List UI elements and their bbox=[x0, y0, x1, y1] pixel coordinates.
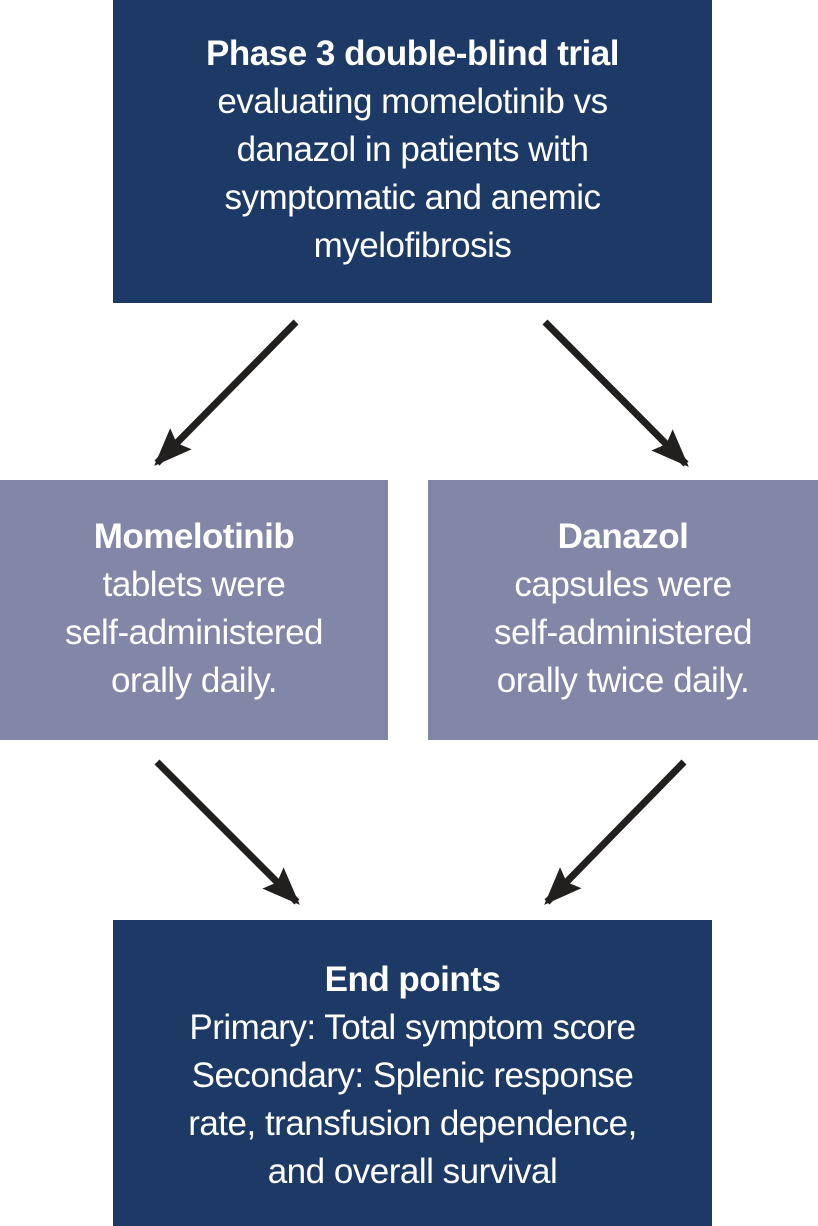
momelotinib-box-title: Momelotinib bbox=[93, 517, 295, 556]
trial-box-line: evaluating momelotinib vs bbox=[217, 82, 608, 121]
momelotinib-box: Momelotinib tablets were self-administer… bbox=[0, 480, 388, 740]
trial-box-line: myelofibrosis bbox=[313, 226, 512, 265]
trial-box: Phase 3 double-blind trial evaluating mo… bbox=[113, 0, 712, 303]
arrow-danazol-to-endpoints bbox=[544, 759, 687, 905]
endpoints-box-line: Secondary: Splenic response bbox=[191, 1056, 634, 1095]
momelotinib-box-line: tablets were bbox=[102, 565, 286, 604]
endpoints-box: End points Primary: Total symptom score … bbox=[113, 920, 712, 1226]
endpoints-box-line: rate, transfusion dependence, bbox=[188, 1104, 637, 1143]
danazol-box-line: orally twice daily. bbox=[496, 661, 750, 700]
danazol-box-line: self-administered bbox=[494, 613, 753, 652]
momelotinib-box-line: orally daily. bbox=[111, 661, 277, 700]
trial-box-line: symptomatic and anemic bbox=[224, 178, 601, 217]
trial-box-line: danazol in patients with bbox=[236, 130, 589, 169]
endpoints-box-title: End points bbox=[324, 960, 501, 999]
trial-box-title: Phase 3 double-blind trial bbox=[206, 34, 619, 73]
arrow-trial-to-danazol bbox=[542, 319, 689, 467]
endpoints-box-line: Primary: Total symptom score bbox=[189, 1008, 636, 1047]
arrow-trial-to-momelotinib bbox=[154, 319, 299, 466]
arrow-momelotinib-to-endpoints bbox=[154, 759, 300, 905]
momelotinib-box-line: self-administered bbox=[65, 613, 324, 652]
endpoints-box-line: and overall survival bbox=[267, 1152, 558, 1191]
danazol-box: Danazol capsules were self-administered … bbox=[428, 480, 818, 740]
danazol-box-line: capsules were bbox=[514, 565, 732, 604]
danazol-box-title: Danazol bbox=[557, 517, 689, 556]
